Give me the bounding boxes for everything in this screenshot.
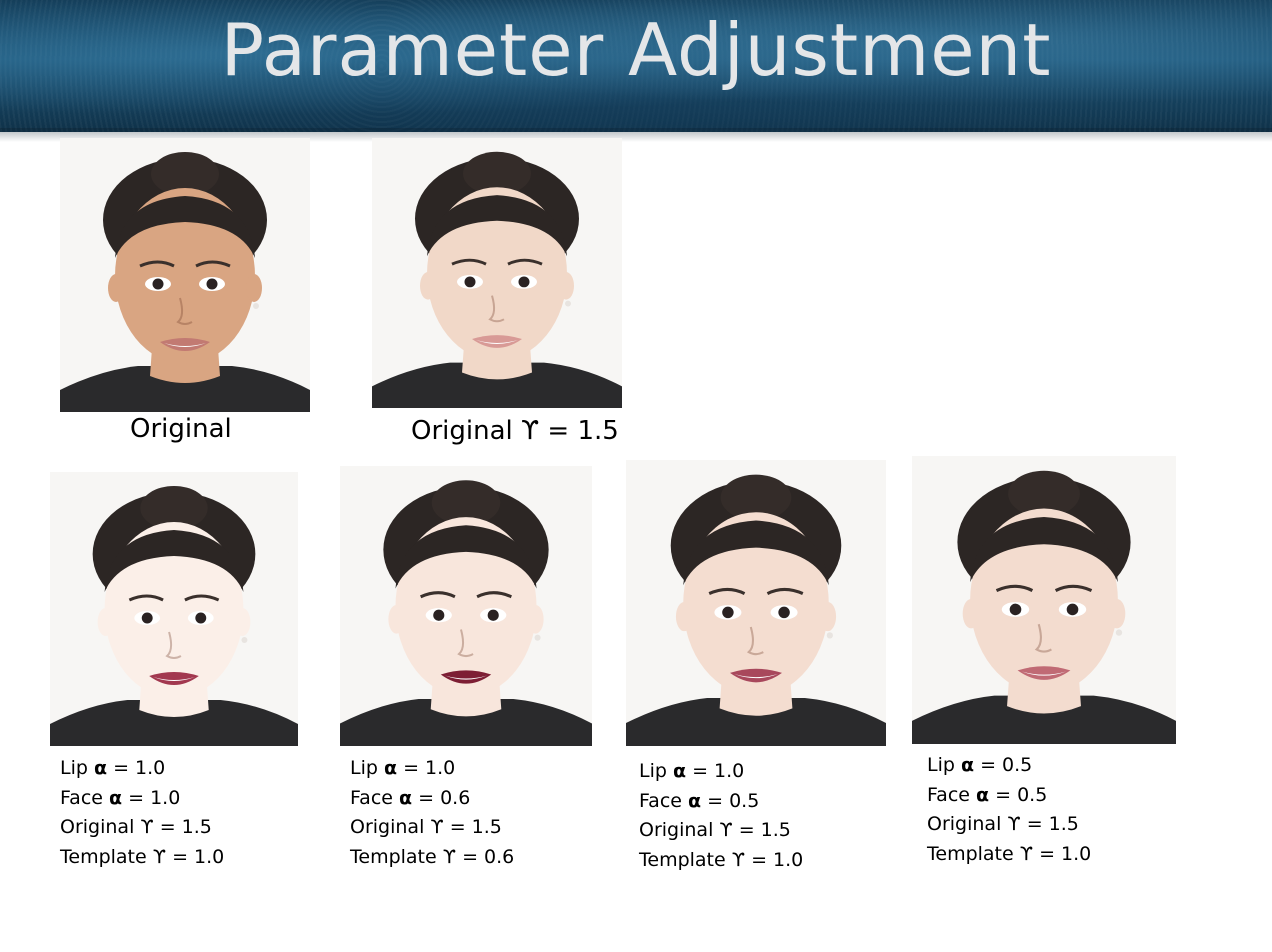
caption-original: Original	[130, 414, 232, 444]
params-block-1: Lip α = 1.0 Face α = 1.0 Original ϒ = 1.…	[60, 754, 224, 872]
param-template-gamma: Template ϒ = 1.0	[639, 848, 804, 871]
param-lip-alpha: Lip α = 1.0	[639, 760, 745, 782]
param-original-gamma: Original ϒ = 1.5	[639, 819, 791, 841]
params-block-4: Lip α = 0.5 Face α = 0.5 Original ϒ = 1.…	[927, 751, 1091, 869]
face-photo-result-4	[912, 456, 1176, 744]
page-title: Parameter Adjustment	[220, 8, 1052, 92]
face-photo-result-3	[626, 460, 886, 746]
param-face-alpha: Face α = 1.0	[60, 786, 181, 809]
param-face-alpha: Face α = 0.6	[350, 786, 471, 809]
param-lip-alpha: Lip α = 1.0	[60, 757, 166, 779]
face-photo-original-gamma	[372, 138, 622, 408]
param-original-gamma: Original ϒ = 1.5	[350, 816, 502, 838]
title-banner	[0, 0, 1272, 142]
param-face-alpha: Face α = 0.5	[927, 783, 1048, 806]
param-template-gamma: Template ϒ = 0.6	[350, 845, 515, 868]
face-photo-result-1	[50, 472, 298, 746]
face-photo-result-2	[340, 466, 592, 746]
param-original-gamma: Original ϒ = 1.5	[60, 816, 212, 838]
param-template-gamma: Template ϒ = 1.0	[927, 842, 1092, 865]
params-block-2: Lip α = 1.0 Face α = 0.6 Original ϒ = 1.…	[350, 754, 514, 872]
param-face-alpha: Face α = 0.5	[639, 789, 760, 812]
face-photo-original	[60, 138, 310, 412]
params-block-3: Lip α = 1.0 Face α = 0.5 Original ϒ = 1.…	[639, 757, 803, 875]
param-original-gamma: Original ϒ = 1.5	[927, 813, 1079, 835]
param-lip-alpha: Lip α = 0.5	[927, 754, 1033, 776]
caption-original-gamma: Original ϒ = 1.5	[411, 416, 619, 446]
param-lip-alpha: Lip α = 1.0	[350, 757, 456, 779]
param-template-gamma: Template ϒ = 1.0	[60, 845, 225, 868]
